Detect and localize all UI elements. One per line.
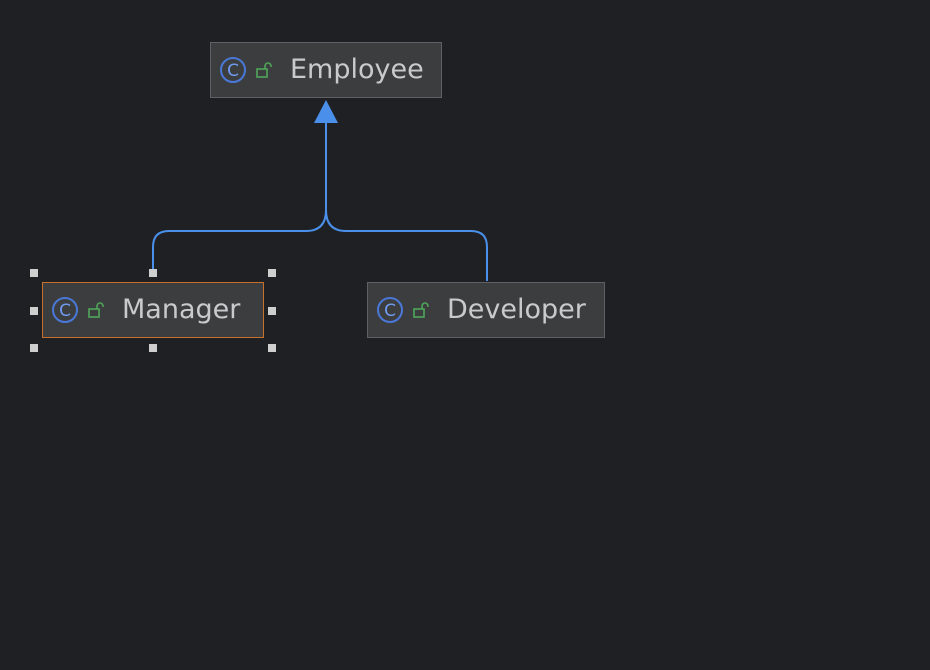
public-lock-icon [88,302,104,318]
resize-handle-top-left[interactable] [30,269,38,277]
class-node-employee[interactable]: C Employee [210,42,442,98]
class-name-label: Manager [122,294,241,325]
class-name-label: Employee [290,54,424,85]
resize-handle-bottom-middle[interactable] [149,344,157,352]
public-lock-icon [256,62,272,78]
class-name-label: Developer [447,294,586,325]
edge-developer-to-employee[interactable] [325,209,488,281]
resize-handle-middle-right[interactable] [268,307,276,315]
edge-manager-to-employee[interactable] [152,122,327,272]
class-icon: C [52,297,78,323]
resize-handle-top-middle[interactable] [149,269,157,277]
resize-handle-bottom-left[interactable] [30,344,38,352]
class-icon: C [377,297,403,323]
svg-text:C: C [59,301,71,321]
class-node-developer[interactable]: C Developer [367,282,605,338]
generalization-arrowhead [314,100,338,123]
resize-handle-bottom-right[interactable] [268,344,276,352]
class-node-manager[interactable]: C Manager [42,282,264,338]
svg-text:C: C [227,61,239,81]
resize-handle-top-right[interactable] [268,269,276,277]
public-lock-icon [413,302,429,318]
svg-text:C: C [384,301,396,321]
resize-handle-middle-left[interactable] [30,307,38,315]
class-icon: C [220,57,246,83]
